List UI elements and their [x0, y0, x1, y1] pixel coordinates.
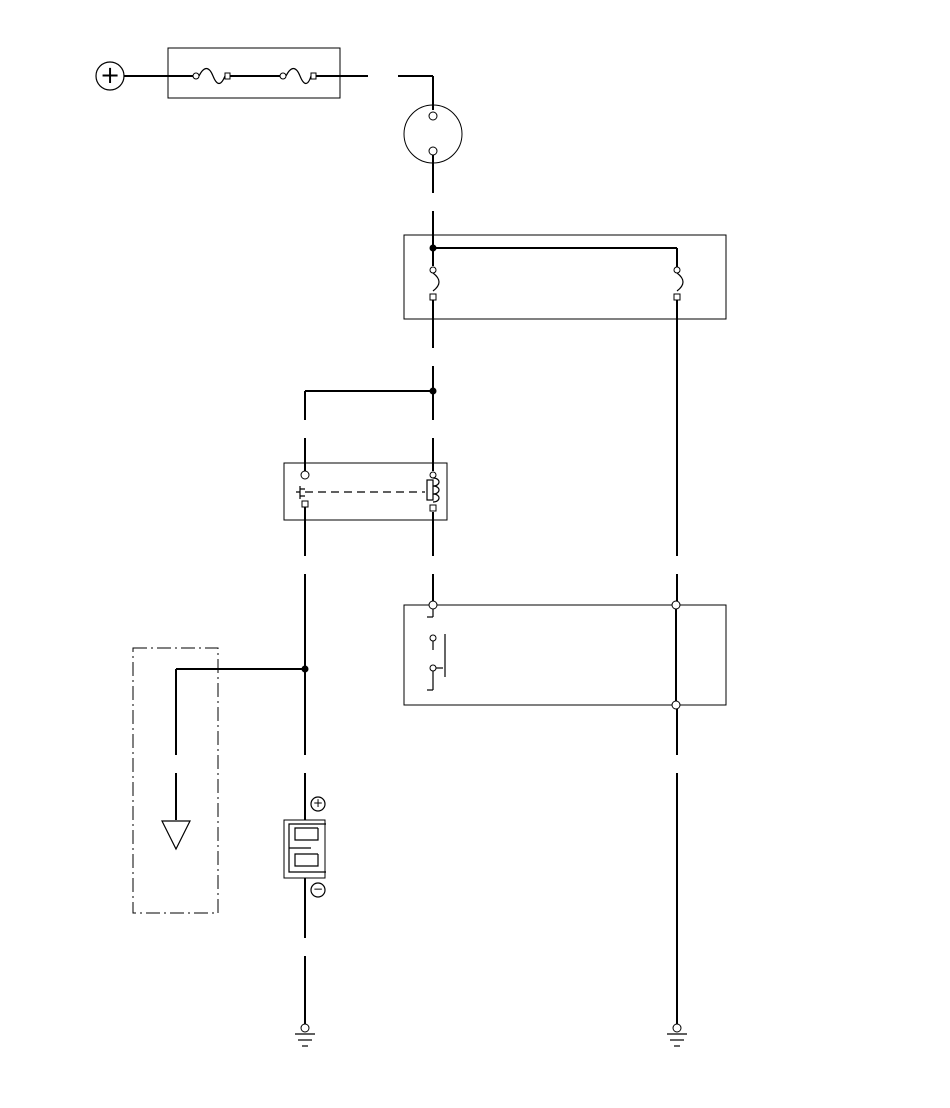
- relay-coil: [426, 471, 440, 512]
- junction-node-top: [429, 244, 437, 252]
- battery-negative-marker: [310, 882, 326, 898]
- switch-terminal-right: [671, 600, 681, 610]
- supply-plus-symbol: +: [100, 61, 120, 89]
- battery-positive-marker: [310, 796, 326, 812]
- supply-wire: [124, 75, 434, 110]
- junction-link-left: [429, 266, 440, 301]
- switch-terminal-bottom: [671, 700, 681, 710]
- battery-positive-symbol: +: [313, 796, 323, 810]
- junction-block: [403, 234, 727, 320]
- relay-contact-terminal: [300, 470, 310, 480]
- relay-contact: [296, 486, 305, 499]
- fuse-2: [279, 67, 317, 85]
- left-wire: [301, 507, 309, 1024]
- switch-contact: [427, 609, 446, 691]
- power-supply-terminal: +: [95, 61, 125, 91]
- ground-left: [295, 1023, 315, 1047]
- relay: [283, 438, 448, 521]
- switch-terminal-left: [428, 600, 438, 610]
- junction-link-right: [673, 266, 684, 301]
- branch-node: [429, 387, 437, 395]
- sensor-arrow-icon: [161, 820, 191, 851]
- fuse-block: [167, 47, 341, 99]
- ground-right: [667, 1023, 687, 1047]
- branch-wire: [304, 387, 437, 420]
- connector-plug: [403, 104, 463, 164]
- fuse-1: [192, 67, 231, 85]
- sensor-unit: [132, 647, 305, 914]
- battery: + −: [283, 796, 326, 898]
- switch-module: [403, 600, 727, 710]
- battery-negative-symbol: −: [313, 882, 323, 896]
